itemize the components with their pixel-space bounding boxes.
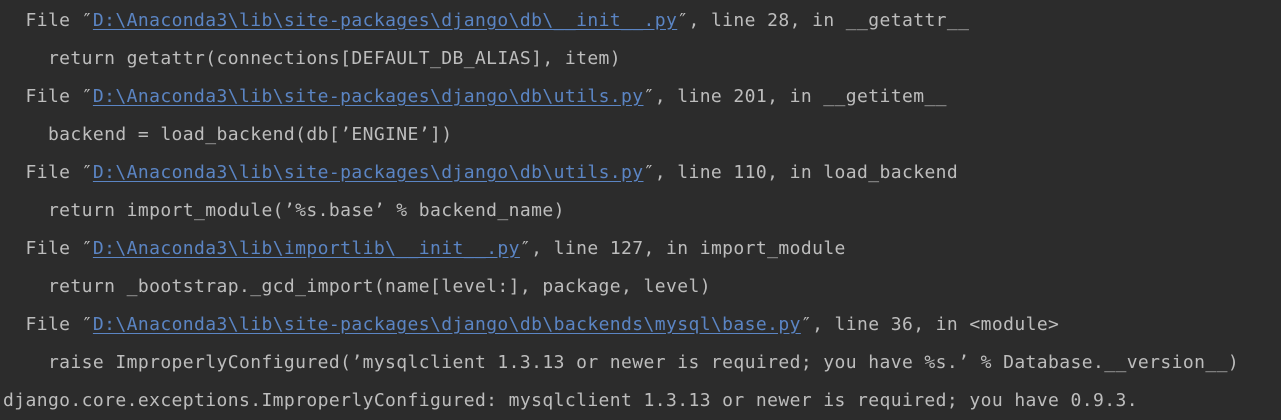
traceback-frame-4-code: return _bootstrap._gcd_import(name[level… — [3, 268, 1281, 306]
file-path-link[interactable]: D:\Anaconda3\lib\site-packages\django\db… — [92, 86, 644, 107]
console-text: return getattr(connections[DEFAULT_DB_AL… — [3, 48, 622, 69]
console-text: ″, line 201, in __getitem__ — [643, 86, 947, 107]
console-text: raise ImproperlyConfigured(’mysqlclient … — [3, 352, 1240, 373]
console-text: File ″ — [3, 238, 93, 259]
file-path-link[interactable]: D:\Anaconda3\lib\importlib\__init__.py — [92, 238, 520, 259]
traceback-frame-4-location: File ″D:\Anaconda3\lib\importlib\__init_… — [3, 230, 1281, 268]
console-text: return import_module(’%s.base’ % backend… — [3, 200, 565, 221]
traceback-frame-1-code: return getattr(connections[DEFAULT_DB_AL… — [3, 40, 1281, 78]
file-path-link[interactable]: D:\Anaconda3\lib\site-packages\django\db… — [92, 162, 644, 183]
traceback-frame-5-code: raise ImproperlyConfigured(’mysqlclient … — [3, 344, 1281, 382]
console-text: backend = load_backend(db[’ENGINE’]) — [3, 124, 453, 145]
traceback-frame-1-location: File ″D:\Anaconda3\lib\site-packages\dja… — [3, 2, 1281, 40]
console-text: django.core.exceptions.ImproperlyConfigu… — [3, 390, 1138, 411]
traceback-frame-5-location: File ″D:\Anaconda3\lib\site-packages\dja… — [3, 306, 1281, 344]
file-path-link[interactable]: D:\Anaconda3\lib\site-packages\django\db… — [92, 314, 801, 335]
exception-message: django.core.exceptions.ImproperlyConfigu… — [3, 382, 1281, 420]
console-text: File ″ — [3, 314, 93, 335]
console-text: ″, line 127, in import_module — [519, 238, 846, 259]
file-path-link[interactable]: D:\Anaconda3\lib\site-packages\django\db… — [92, 10, 678, 31]
console-text: return _bootstrap._gcd_import(name[level… — [3, 276, 711, 297]
console-text: File ″ — [3, 86, 93, 107]
traceback-frame-3-code: return import_module(’%s.base’ % backend… — [3, 192, 1281, 230]
console-output: File ″D:\Anaconda3\lib\site-packages\dja… — [3, 2, 1281, 420]
console-text: File ″ — [3, 10, 93, 31]
console-text: ″, line 36, in <module> — [800, 314, 1060, 335]
traceback-frame-2-code: backend = load_backend(db[’ENGINE’]) — [3, 116, 1281, 154]
traceback-frame-3-location: File ″D:\Anaconda3\lib\site-packages\dja… — [3, 154, 1281, 192]
traceback-frame-2-location: File ″D:\Anaconda3\lib\site-packages\dja… — [3, 78, 1281, 116]
console-text: ″, line 28, in __getattr__ — [677, 10, 970, 31]
console-text: File ″ — [3, 162, 93, 183]
console-text: ″, line 110, in load_backend — [643, 162, 959, 183]
